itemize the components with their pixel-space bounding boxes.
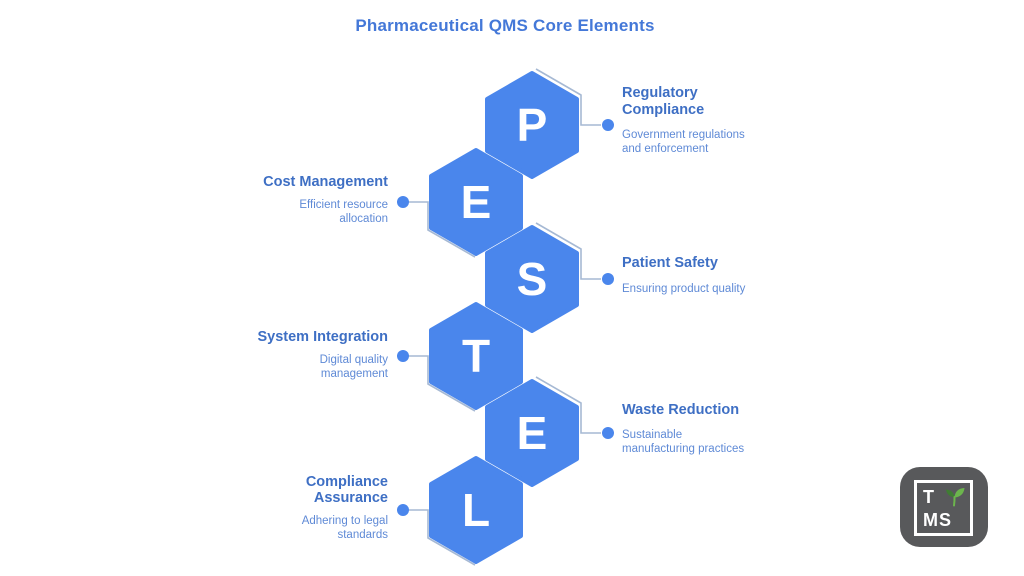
hexagon-s: S xyxy=(485,225,579,333)
connector-line-e2 xyxy=(535,376,601,434)
connector-dot-l xyxy=(397,504,409,516)
sprout-icon xyxy=(946,488,965,507)
hexagon-p: P xyxy=(485,71,579,179)
label-title: Cost Management xyxy=(263,174,388,190)
hexagon-s-shape xyxy=(485,225,579,333)
tms-logo: T MS xyxy=(900,467,988,547)
connector-dot-t xyxy=(397,350,409,362)
connector-dot-s xyxy=(602,273,614,285)
hexagon-letter-p: P xyxy=(517,99,548,151)
hexagon-t-shape xyxy=(429,302,523,410)
label-desc: Sustainable manufacturing practices xyxy=(622,429,745,455)
logo-letter-t: T xyxy=(923,487,934,507)
logo-letters-ms: MS xyxy=(923,510,952,530)
hexagon-chain: P E S T E L xyxy=(429,71,579,564)
connector-line-t xyxy=(403,355,476,412)
connector-line-l xyxy=(403,509,476,566)
label-compliance-assurance: Compliance Assurance Adhering to legal s… xyxy=(278,474,388,542)
label-desc: Adhering to legal standards xyxy=(301,515,388,541)
label-cost-management: Cost Management Efficient resource alloc… xyxy=(228,174,388,226)
hexagon-letter-e2: E xyxy=(517,407,548,459)
label-desc: Efficient resource allocation xyxy=(299,199,388,225)
hexagon-e1-shape xyxy=(429,148,523,256)
hexagon-letter-e1: E xyxy=(461,176,492,228)
hexagon-t: T xyxy=(429,302,523,410)
label-title: System Integration xyxy=(257,329,388,345)
hexagon-l-shape xyxy=(429,456,523,564)
label-title: Compliance Assurance xyxy=(305,474,388,506)
tms-logo-frame: T MS xyxy=(914,480,973,536)
label-desc: Ensuring product quality xyxy=(622,283,746,295)
hexagon-p-shape xyxy=(485,71,579,179)
hexagon-e2-shape xyxy=(485,379,579,487)
hexagon-letter-t: T xyxy=(462,330,490,382)
connector-dots xyxy=(397,119,614,516)
page-title: Pharmaceutical QMS Core Elements xyxy=(355,16,655,35)
connector-line-p xyxy=(535,68,601,126)
label-patient-safety: Patient Safety Ensuring product quality xyxy=(622,255,772,297)
hexagon-l: L xyxy=(429,456,523,564)
label-system-integration: System Integration Digital quality manag… xyxy=(228,329,388,381)
label-waste-reduction: Waste Reduction Sustainable manufacturin… xyxy=(622,402,752,456)
label-title: Patient Safety xyxy=(622,255,718,271)
connector-dot-p xyxy=(602,119,614,131)
label-desc: Digital quality management xyxy=(319,354,388,380)
connector-dot-e1 xyxy=(397,196,409,208)
label-desc: Government regulations and enforcement xyxy=(622,129,745,155)
connector-line-e1 xyxy=(403,201,476,258)
hexagon-letter-s: S xyxy=(517,253,548,305)
label-title: Waste Reduction xyxy=(622,402,740,418)
connector-lines xyxy=(403,68,601,566)
hexagon-e1: E xyxy=(429,148,523,256)
hexagon-letter-l: L xyxy=(462,484,490,536)
label-regulatory-compliance: Regulatory Compliance Government regulat… xyxy=(622,85,747,156)
connector-line-s xyxy=(535,222,601,280)
label-title: Regulatory Compliance xyxy=(622,85,705,118)
hexagon-e2: E xyxy=(485,379,579,487)
connector-dot-e2 xyxy=(602,427,614,439)
